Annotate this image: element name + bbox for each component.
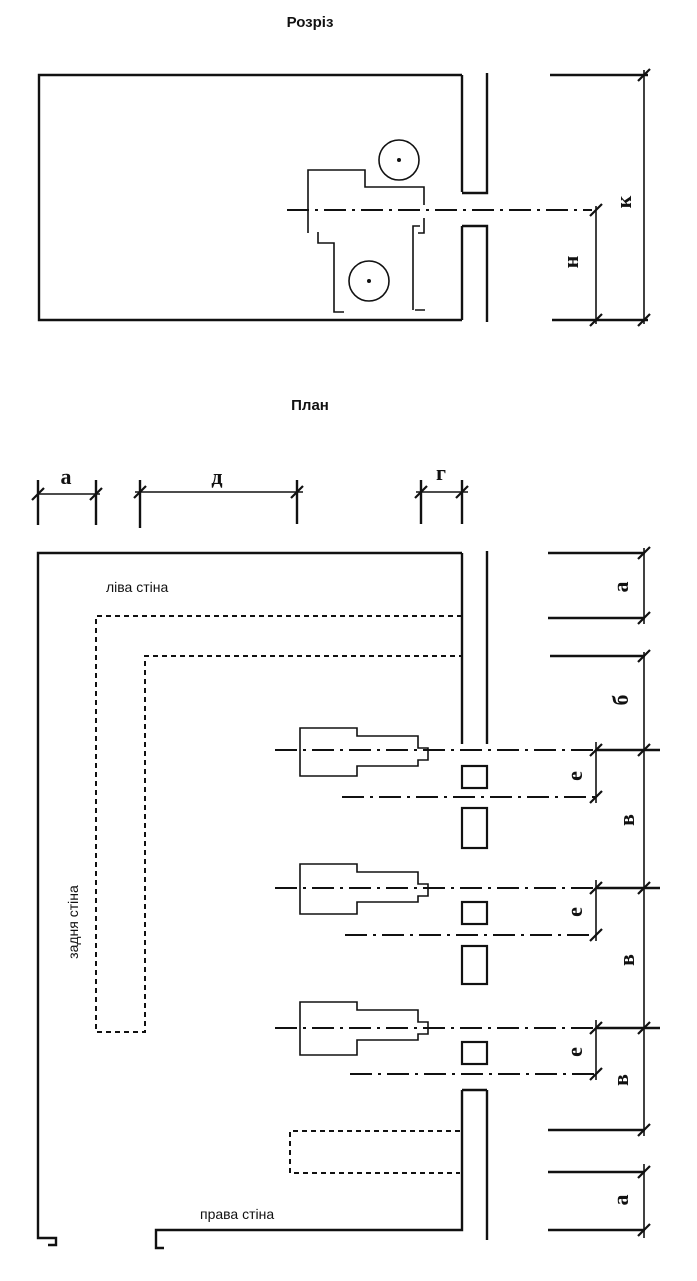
dim-label-a-bottom: а xyxy=(608,1195,633,1206)
section-tick xyxy=(589,313,603,327)
section-room-outline xyxy=(37,73,462,322)
plan-tick xyxy=(133,485,147,499)
label-left-wall: ліва стіна xyxy=(106,579,168,595)
plan-wall-pier xyxy=(460,764,489,790)
section-wall-lower xyxy=(462,224,489,322)
plan-wall-pier xyxy=(460,900,489,926)
plan-ticks xyxy=(589,546,651,1237)
dim-label-a-top: а xyxy=(61,464,72,489)
section-tick xyxy=(637,313,651,327)
plan-view: а д г xyxy=(31,460,660,1250)
section-upper-fan-center xyxy=(397,158,401,162)
dim-label-a-right: а xyxy=(608,582,633,593)
plan-tick xyxy=(290,485,304,499)
plan-wall-pier xyxy=(460,1040,489,1066)
section-tick xyxy=(589,203,603,217)
section-upper-unit xyxy=(307,169,425,234)
dim-label-b: б xyxy=(608,695,633,706)
plan-unit-1 xyxy=(275,727,596,798)
section-lower-unit xyxy=(317,225,425,313)
dim-label-v-3: в xyxy=(608,1074,633,1086)
plan-front-wall-bottom xyxy=(154,1090,464,1250)
section-wall-upper xyxy=(462,73,489,195)
dim-label-g: г xyxy=(436,460,446,485)
plan-tick xyxy=(89,487,103,501)
dim-label-d: д xyxy=(211,464,222,489)
section-upper-fan-circle xyxy=(378,139,420,181)
section-lower-fan-center xyxy=(367,279,371,283)
dim-label-n: н xyxy=(558,255,583,268)
section-title: Розріз xyxy=(287,14,334,31)
dim-label-e-2: е xyxy=(562,907,587,917)
section-view: н к xyxy=(37,68,651,327)
plan-unit-3 xyxy=(275,1001,596,1075)
plan-tick xyxy=(414,485,428,499)
plan-tick xyxy=(455,485,469,499)
section-lower-fan-circle xyxy=(348,260,390,302)
plan-tick xyxy=(31,487,45,501)
dim-label-k: к xyxy=(611,195,636,208)
label-right-wall: права стіна xyxy=(200,1206,274,1222)
plan-room-outline xyxy=(36,551,462,1247)
plan-wall-pier xyxy=(460,944,489,986)
label-back-wall: задня стіна xyxy=(65,885,81,959)
plan-dashed-block xyxy=(289,1130,460,1174)
dim-label-v-2: в xyxy=(614,954,639,966)
plan-wall-pier xyxy=(460,806,489,850)
plan-dashed-l-outer xyxy=(95,615,462,1033)
dim-label-e-3: е xyxy=(562,1047,587,1057)
dim-label-v-1: в xyxy=(614,814,639,826)
plan-unit-2 xyxy=(275,863,596,936)
plan-title: План xyxy=(291,397,329,414)
dim-label-e-1: е xyxy=(562,771,587,781)
section-tick xyxy=(637,68,651,82)
